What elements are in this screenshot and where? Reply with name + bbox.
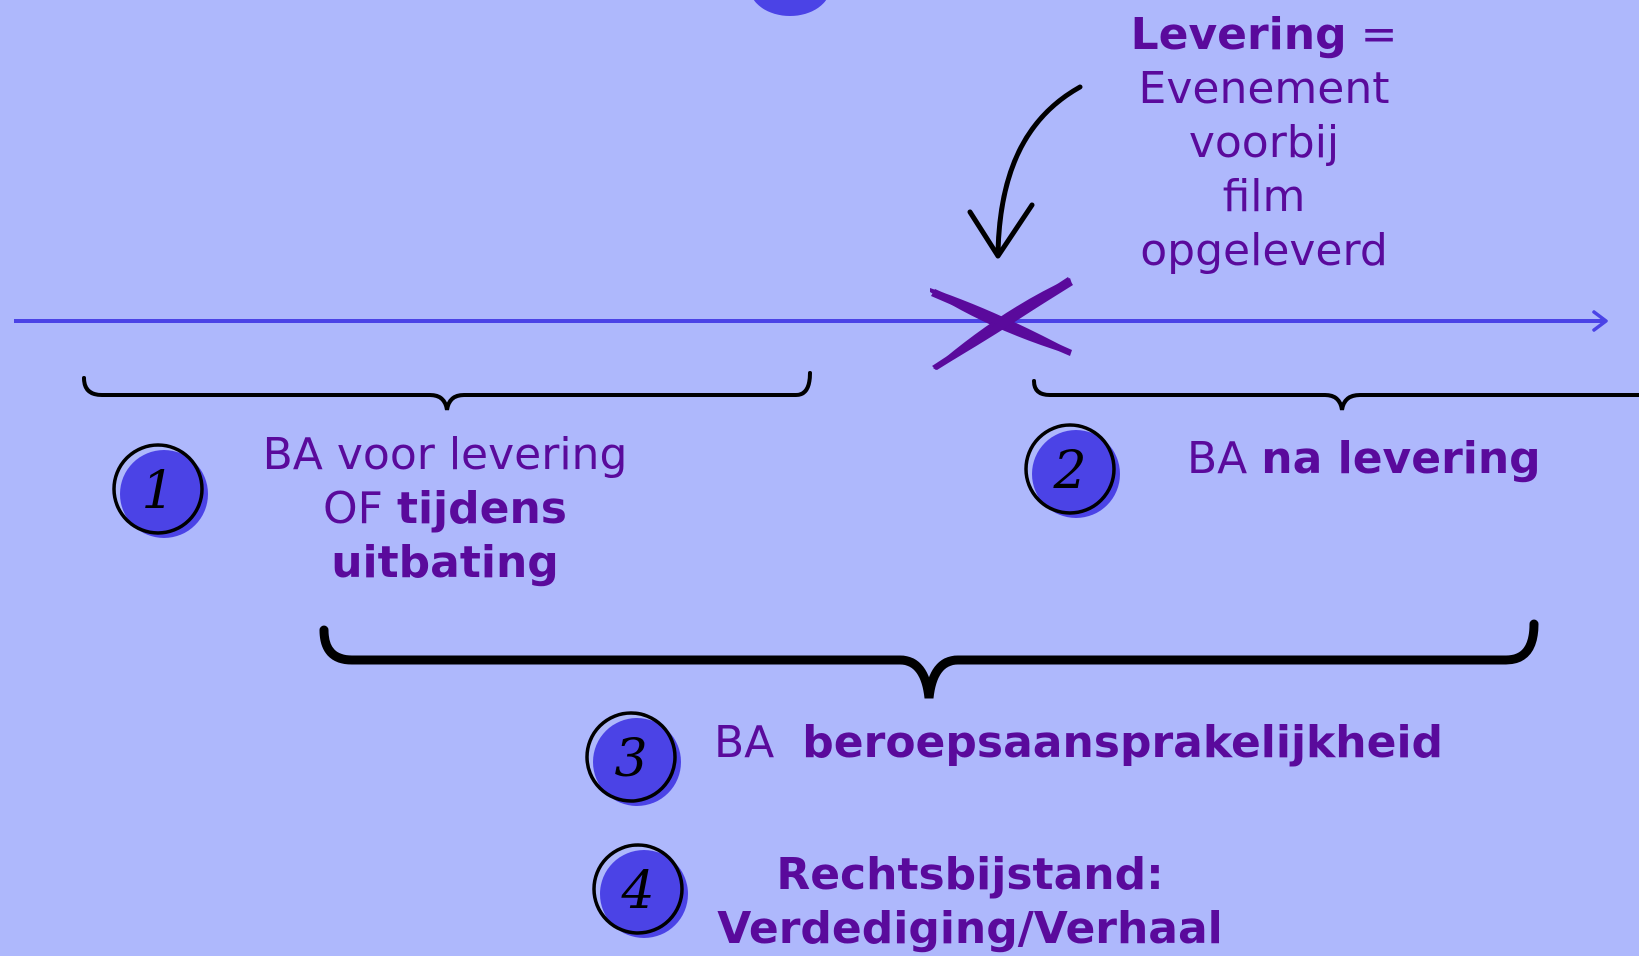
number-badge-2: 2 <box>1024 423 1120 518</box>
item-2-bold: na levering <box>1261 433 1541 484</box>
delivery-x-marker <box>930 277 1073 370</box>
number-badge-3: 3 <box>585 711 681 806</box>
delivery-note-line4: film <box>1222 171 1306 222</box>
delivery-note-line5: opgeleverd <box>1140 225 1388 276</box>
badge-4-number: 4 <box>620 861 654 921</box>
item-4-line2: Verdediging/Verhaal <box>717 903 1223 954</box>
number-badge-4: 4 <box>592 843 688 938</box>
timeline-arrowhead <box>1592 310 1608 332</box>
item-2-prefix: BA <box>1187 433 1262 484</box>
bracket-after-delivery <box>1032 379 1639 411</box>
bracket-before-delivery <box>82 371 812 411</box>
bracket-professional-liability <box>319 619 1539 699</box>
item-1-label: BA voor levering OF tijdens uitbating <box>235 428 655 590</box>
badge-1-number: 1 <box>141 461 174 521</box>
item-1-line1: BA voor levering <box>262 429 628 480</box>
item-4-label: Rechtsbijstand: Verdediging/Verhaal <box>700 848 1240 956</box>
delivery-note-line3: voorbij <box>1188 117 1340 168</box>
item-1-line2-prefix: OF <box>323 483 397 534</box>
delivery-note-equals: = <box>1346 9 1398 60</box>
top-cropped-badge <box>753 0 827 16</box>
item-1-line2-bold: tijdens <box>396 483 567 534</box>
item-4-line1: Rechtsbijstand: <box>776 849 1164 900</box>
delivery-note-bold: Levering <box>1130 9 1347 60</box>
item-3-prefix: BA <box>714 717 789 768</box>
delivery-note: Levering = Evenement voorbij film opgele… <box>1105 8 1423 278</box>
item-2-label: BA na levering <box>1187 432 1541 486</box>
number-badge-1: 1 <box>112 443 208 538</box>
delivery-note-line2: Evenement <box>1138 63 1390 114</box>
item-3-bold: beroepsaansprakelijkheid <box>802 717 1444 768</box>
badge-3-number: 3 <box>614 729 647 789</box>
item-3-label: BA beroepsaansprakelijkheid <box>714 716 1443 770</box>
item-1-line3: uitbating <box>331 537 559 588</box>
curved-arrow-icon <box>967 84 1083 259</box>
badge-2-number: 2 <box>1052 441 1086 501</box>
